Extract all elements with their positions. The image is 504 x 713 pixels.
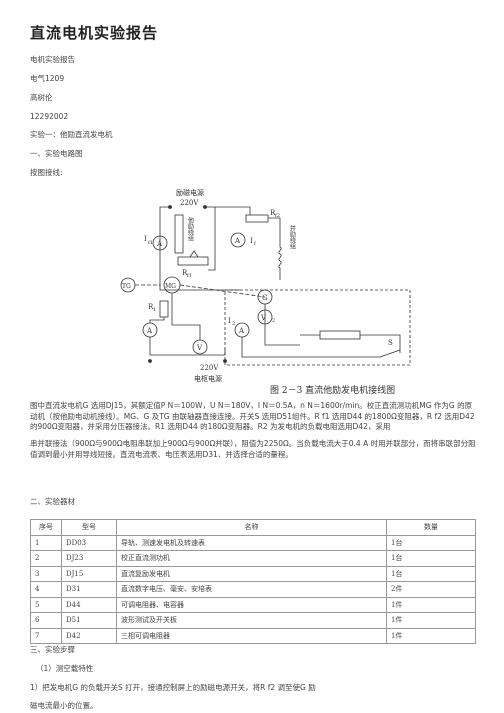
cell-name: 波形测试及开关板 xyxy=(116,612,387,629)
svg-text:f: f xyxy=(254,241,257,247)
svg-text:他励绕组: 他励绕组 xyxy=(187,216,194,241)
cell-index: 7 xyxy=(30,627,62,644)
meta-line-id: 12292002 xyxy=(30,112,69,121)
wiring-instruction: 按图接线: xyxy=(30,168,63,177)
cell-name: 直流数字电压、毫安、安培表 xyxy=(116,581,387,598)
svg-text:1: 1 xyxy=(153,307,156,313)
cell-index: 3 xyxy=(30,565,62,582)
cell-name: 校正直流测功机 xyxy=(116,550,387,567)
cell-qty: 2件 xyxy=(386,581,476,598)
svg-text:R: R xyxy=(182,269,188,277)
cell-qty: 1台 xyxy=(386,550,476,567)
generator-box xyxy=(224,289,411,366)
svg-text:V: V xyxy=(260,314,267,322)
resistor-rf2 xyxy=(245,214,269,223)
svg-text:2: 2 xyxy=(272,318,275,324)
meta-line-experiment: 实验一：他励直流发电机 xyxy=(30,130,113,139)
meta-line-report: 电机实验报告 xyxy=(30,55,75,64)
section-heading-circuit: 一、实验电路图 xyxy=(30,149,83,158)
svg-text:A: A xyxy=(234,237,241,245)
svg-text:S: S xyxy=(388,339,393,347)
svg-text:f2: f2 xyxy=(275,213,280,219)
svg-text:A: A xyxy=(146,327,153,335)
svg-text:电枢电源: 电枢电源 xyxy=(194,374,222,383)
cell-index: 5 xyxy=(30,596,62,613)
source-label: 励磁电源 xyxy=(176,188,204,197)
cell-qty: 1台 xyxy=(386,534,476,551)
cell-index: 1 xyxy=(30,534,62,551)
page-title: 直流电机实验报告 xyxy=(30,24,159,42)
col-header-qty: 数量 xyxy=(386,519,476,536)
paragraph-components: 图中直流发电机G 选用DJ15，其额定值P N＝100W，U N＝180V，I … xyxy=(30,401,475,431)
cell-model: D51 xyxy=(61,612,117,629)
cell-qty: 1件 xyxy=(386,627,476,644)
cell-model: D42 xyxy=(61,627,117,644)
svg-text:R: R xyxy=(148,303,154,311)
svg-text:V: V xyxy=(196,344,203,352)
svg-text:G: G xyxy=(262,294,268,302)
cell-name: 三相可调电阻器 xyxy=(116,627,387,644)
svg-text:并励绕组: 并励绕组 xyxy=(289,224,296,249)
meta-line-class: 电气1209 xyxy=(30,74,65,83)
svg-text:TG: TG xyxy=(122,283,131,290)
svg-text:R: R xyxy=(270,209,276,217)
svg-text:I: I xyxy=(228,317,231,325)
svg-text:MG: MG xyxy=(165,283,176,290)
step-1-line-b: 磁电流最小的位置。 xyxy=(30,701,98,710)
ammeter-if1 xyxy=(152,235,168,251)
ammeter-if xyxy=(230,232,246,248)
svg-text:220V: 220V xyxy=(200,364,219,372)
cell-model: DJ23 xyxy=(61,550,117,567)
col-header-model: 型号 xyxy=(61,519,117,536)
svg-text:I: I xyxy=(250,237,253,245)
svg-text:f1: f1 xyxy=(148,240,153,246)
cell-name: 可调电阻器、电容器 xyxy=(116,596,387,613)
voltmeter-v2 xyxy=(257,309,273,325)
cell-model: DJ15 xyxy=(61,565,117,582)
cell-name: 导轨、测速发电机及转速表 xyxy=(116,534,387,551)
cell-index: 2 xyxy=(30,550,62,567)
svg-text:I: I xyxy=(144,235,147,243)
shunt-winding xyxy=(174,214,184,254)
cell-index: 6 xyxy=(30,612,62,629)
cell-qty: 1件 xyxy=(386,612,476,629)
step-title: （1）测空载特性 xyxy=(36,664,94,673)
source-voltage: 220V xyxy=(180,199,199,207)
meta-line-name: 高树伦 xyxy=(30,93,53,102)
col-header-name: 名称 xyxy=(116,519,387,536)
table-header-row: 序号 型号 名称 数量 xyxy=(30,519,476,536)
cell-model: DD03 xyxy=(61,534,117,551)
cell-model: D44 xyxy=(61,596,117,613)
cell-model: D31 xyxy=(61,581,117,598)
circuit-diagram: 励磁电源 220V A I f1 他励绕组 R f1 R f2 A xyxy=(120,185,420,397)
section-heading-equipment: 二、实验器材 xyxy=(30,497,75,506)
section-heading-steps: 三、实验步骤 xyxy=(30,645,75,654)
col-header-index: 序号 xyxy=(30,519,62,536)
cell-index: 4 xyxy=(30,581,62,598)
resistor-rf1 xyxy=(177,256,209,266)
svg-text:f1: f1 xyxy=(187,273,192,279)
resistor-r1 xyxy=(159,300,169,318)
cell-name: 直流复励发电机 xyxy=(116,565,387,582)
step-1-line-a: 1）把发电机G 的负载开关S 打开，接通控制屏上的励磁电源开关，将R f2 调至… xyxy=(30,683,316,692)
figure-caption: 图 2－3 直流他励发电机接线图 xyxy=(270,384,395,396)
svg-text:2: 2 xyxy=(232,321,235,327)
cell-qty: 1台 xyxy=(386,565,476,582)
svg-text:A: A xyxy=(156,240,163,248)
paragraph-load: 串并联接法（900Ω与900Ω电阻串联加上900Ω与900Ω并联），阻值为225… xyxy=(30,439,476,459)
svg-text:A: A xyxy=(238,327,245,335)
cell-qty: 1件 xyxy=(386,596,476,613)
